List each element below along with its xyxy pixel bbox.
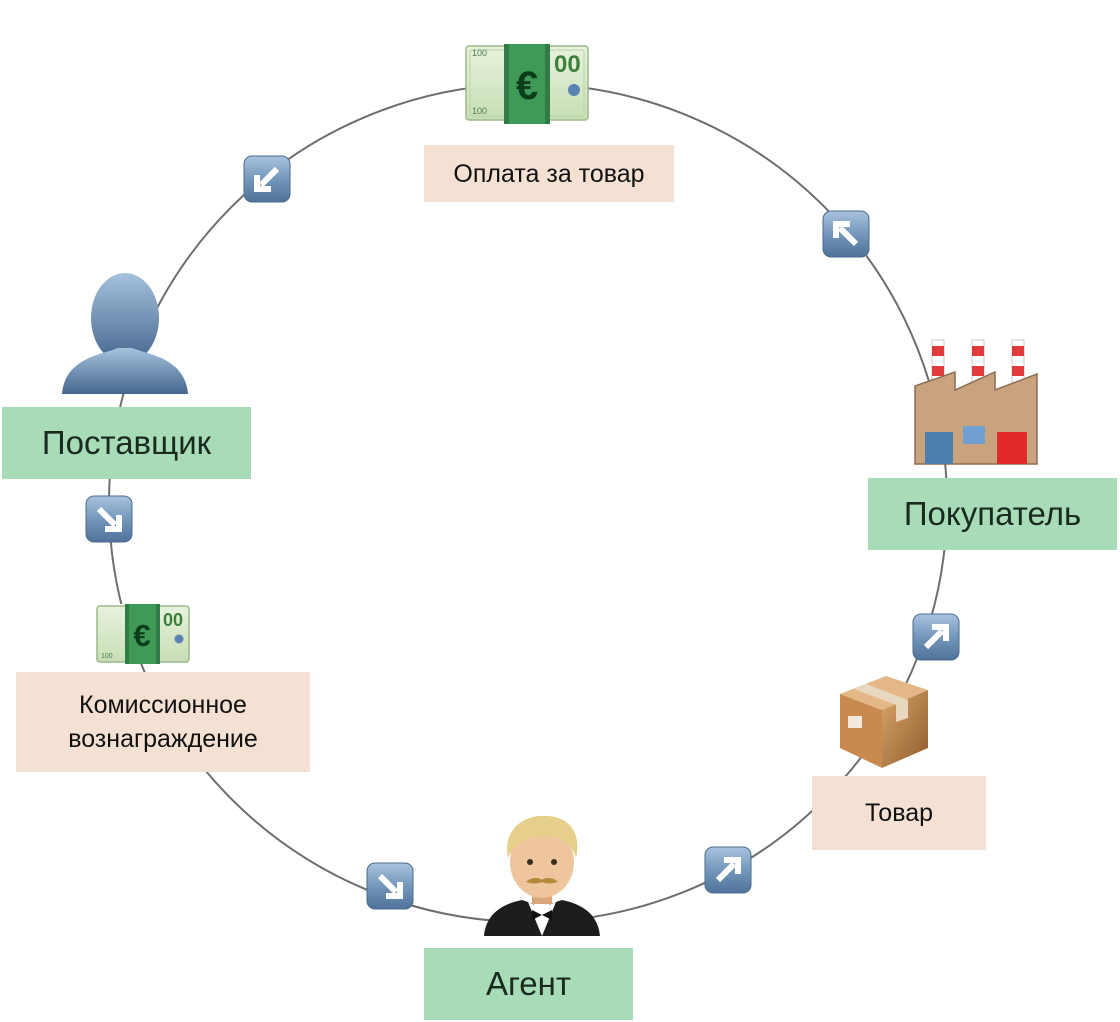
arrow-up-right-icon <box>704 846 752 894</box>
svg-text:€: € <box>516 64 538 108</box>
arrow-up-right-icon <box>912 613 960 661</box>
flow-label-goods-text: Товар <box>864 799 934 827</box>
flow-label-goods: Товар <box>812 776 986 850</box>
svg-text:100: 100 <box>472 106 487 116</box>
arrow-down-left-icon <box>243 155 291 203</box>
role-label-agent: Агент <box>424 948 633 1020</box>
role-label-supplier-text: Поставщик <box>41 424 212 461</box>
role-label-agent-text: Агент <box>485 965 571 1002</box>
svg-text:€: € <box>133 618 150 653</box>
man-in-tuxedo-icon <box>484 815 600 936</box>
euro-banknote-icon: € 00 100 100 <box>465 44 589 124</box>
role-label-buyer-text: Покупатель <box>903 495 1082 532</box>
euro-banknote-icon: € 00 100 <box>96 604 190 664</box>
role-label-supplier: Поставщик <box>2 407 251 479</box>
arrow-down-right-icon <box>85 495 133 543</box>
flow-label-payment-text: Оплата за товар <box>453 159 645 188</box>
factory-icon <box>914 339 1038 465</box>
role-label-buyer: Покупатель <box>868 478 1117 550</box>
arrow-up-left-icon <box>822 210 870 258</box>
svg-text:00: 00 <box>554 51 581 78</box>
svg-text:100: 100 <box>472 48 487 58</box>
flow-label-commission-line1: Комиссионное <box>79 691 247 719</box>
svg-text:00: 00 <box>163 610 183 630</box>
flow-label-payment: Оплата за товар <box>424 145 674 202</box>
arrow-down-right-icon <box>366 862 414 910</box>
svg-text:100: 100 <box>101 653 113 660</box>
person-silhouette-icon <box>62 273 188 394</box>
flow-label-commission: Комиссионное вознаграждение <box>16 672 310 772</box>
package-box-icon <box>840 676 928 768</box>
flow-label-commission-line2: вознаграждение <box>68 725 258 753</box>
